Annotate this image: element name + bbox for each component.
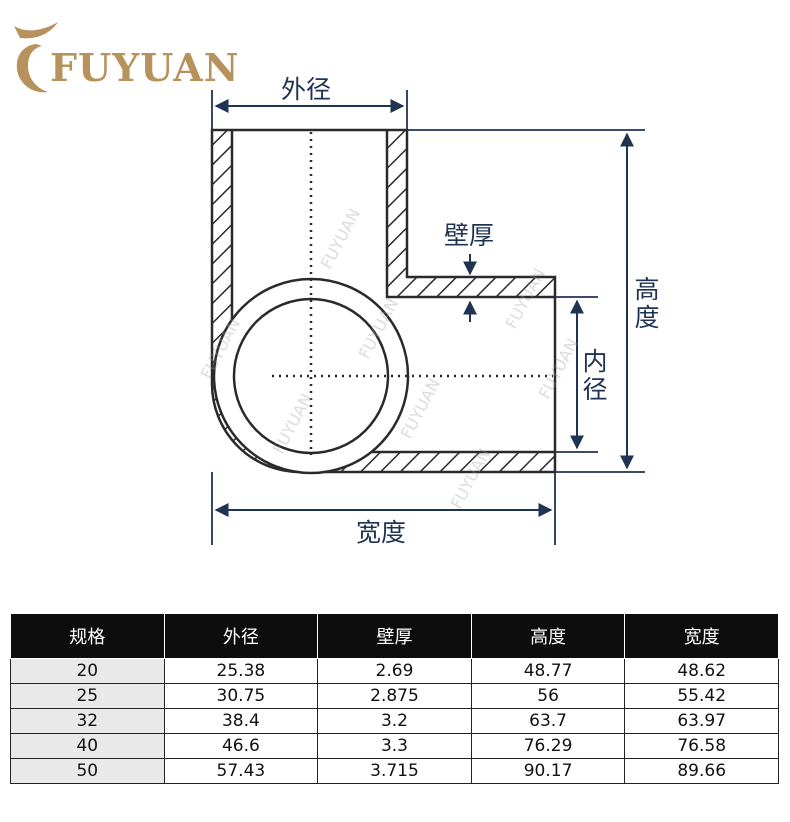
label-width: 宽度 — [356, 518, 407, 547]
cell-outer-diameter: 38.4 — [163, 708, 319, 734]
label-height: 高度 — [634, 275, 660, 332]
cell-spec: 50 — [10, 758, 165, 784]
cell-spec: 25 — [10, 683, 165, 709]
cell-width: 55.42 — [624, 683, 779, 709]
watermark-text: FUYUAN — [535, 335, 582, 402]
cell-outer-diameter: 30.75 — [163, 683, 319, 709]
cell-height: 56 — [470, 683, 626, 709]
label-outer-diameter: 外径 — [281, 75, 332, 104]
cell-height: 63.7 — [470, 708, 626, 734]
cell-outer-diameter: 25.38 — [163, 658, 319, 684]
cell-outer-diameter: 57.43 — [163, 758, 319, 784]
brand-name: FUYUAN — [50, 45, 240, 90]
cell-wall-thickness: 3.715 — [317, 758, 472, 784]
watermark-text: FUYUAN — [502, 265, 549, 332]
label-wall-thickness: 壁厚 — [444, 221, 495, 250]
header-wall-thickness: 壁厚 — [317, 613, 472, 659]
cell-wall-thickness: 3.2 — [317, 708, 472, 734]
cell-spec: 40 — [10, 733, 165, 759]
cell-height: 76.29 — [470, 733, 626, 759]
header-spec: 规格 — [10, 613, 165, 659]
table-row: 25 30.75 2.875 56 55.42 — [10, 683, 779, 709]
crown-icon — [14, 22, 58, 93]
header-height: 高度 — [470, 613, 626, 659]
brand-logo: FUYUAN — [6, 8, 240, 100]
header-outer-diameter: 外径 — [163, 613, 319, 659]
bore-ring-inner — [232, 297, 390, 455]
cell-width: 89.66 — [624, 758, 779, 784]
table-header-row: 规格 外径 壁厚 高度 宽度 — [10, 613, 779, 659]
spec-table: 规格 外径 壁厚 高度 宽度 20 25.38 2.69 48.77 48.62… — [10, 613, 779, 784]
cell-width: 76.58 — [624, 733, 779, 759]
cell-wall-thickness: 2.875 — [317, 683, 472, 709]
cell-width: 63.97 — [624, 708, 779, 734]
cell-height: 90.17 — [470, 758, 626, 784]
cell-outer-diameter: 46.6 — [163, 733, 319, 759]
cell-width: 48.62 — [624, 658, 779, 684]
table-row: 20 25.38 2.69 48.77 48.62 — [10, 658, 779, 684]
table-row: 32 38.4 3.2 63.7 63.97 — [10, 708, 779, 734]
cell-wall-thickness: 2.69 — [317, 658, 472, 684]
extension-lines — [211, 90, 645, 545]
cell-spec: 20 — [10, 658, 165, 684]
cell-spec: 32 — [10, 708, 165, 734]
elbow-diagram: FUYUAN FUYUAN FUYUAN FUYUAN FUYUAN FUYUA… — [197, 90, 645, 545]
table-row: 50 57.43 3.715 90.17 89.66 — [10, 758, 779, 784]
watermark-text: FUYUAN — [317, 205, 364, 272]
cell-wall-thickness: 3.3 — [317, 733, 472, 759]
cell-height: 48.77 — [470, 658, 626, 684]
header-width: 宽度 — [624, 613, 779, 659]
label-inner-diameter: 内径 — [582, 347, 608, 404]
table-row: 40 46.6 3.3 76.29 76.58 — [10, 733, 779, 759]
